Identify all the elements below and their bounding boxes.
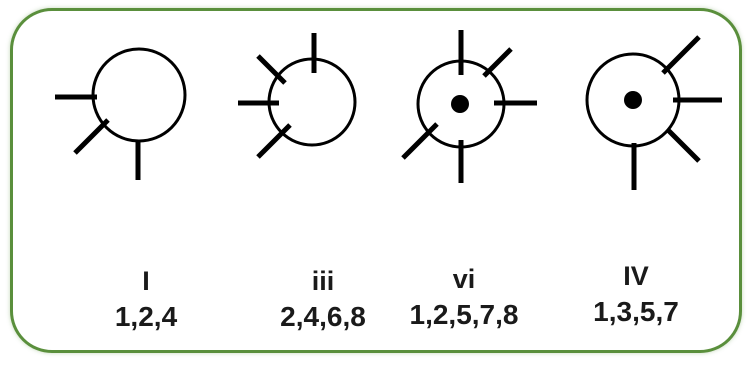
figure-panel [10, 8, 742, 353]
glyph-iii-tick-upper-left [256, 54, 287, 85]
figure-positions: 1,3,5,7 [593, 296, 679, 327]
glyph-iii [238, 33, 357, 159]
glyph-IV-tick-lower-right [666, 128, 701, 163]
figure-positions: 2,4,6,8 [280, 301, 366, 332]
figure-label-IV: IV 1,3,5,7 [566, 263, 706, 326]
figure-numeral: IV [623, 261, 649, 291]
glyph-IV-tick-upper-right [661, 35, 701, 75]
figure-numeral: iii [311, 266, 335, 296]
glyph-I-tick-lower-left [73, 118, 110, 155]
figure-numeral: I [142, 266, 150, 296]
glyph-iii-tick-lower-left [256, 123, 292, 159]
glyph-IV [585, 35, 722, 190]
glyph-vi-tick-upper-right [482, 47, 513, 78]
figure-numeral: vi [452, 264, 476, 294]
glyph-vi-center-dot [451, 95, 469, 113]
figure-label-iii: iii 2,4,6,8 [253, 268, 393, 331]
glyph-IV-center-dot [624, 91, 642, 109]
figure-positions: 1,2,5,7,8 [409, 299, 519, 330]
glyph-vi-tick-lower-left [401, 122, 439, 160]
glyph-I [55, 47, 187, 180]
figure-label-I: I 1,2,4 [76, 268, 216, 331]
figure-label-vi: vi 1,2,5,7,8 [394, 266, 534, 329]
glyph-vi [401, 30, 537, 183]
glyph-I-circle [91, 47, 187, 143]
figure-positions: 1,2,4 [114, 301, 178, 332]
